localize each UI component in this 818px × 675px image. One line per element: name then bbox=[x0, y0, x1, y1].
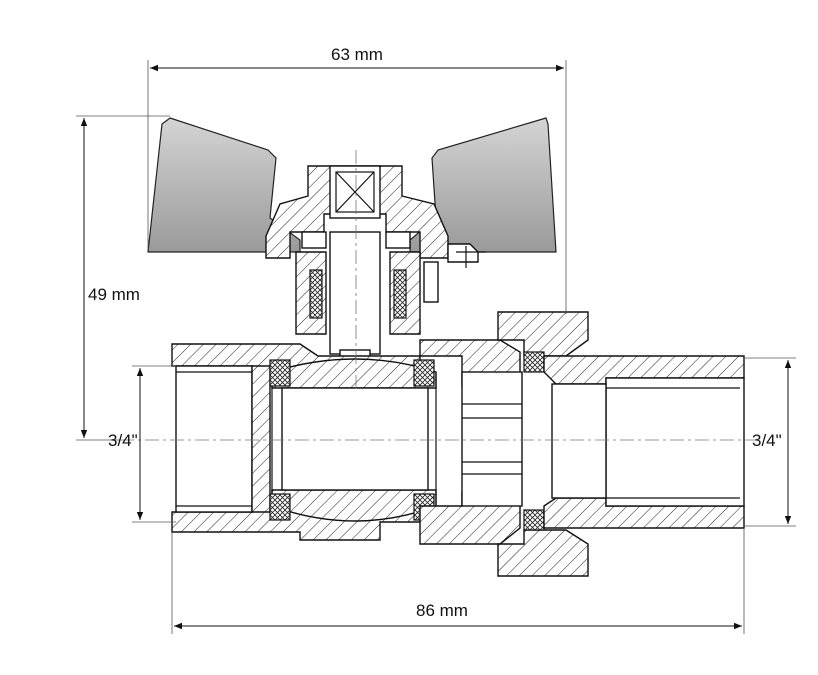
ball bbox=[269, 358, 437, 522]
stem-housing bbox=[295, 231, 439, 377]
dimension-outlet-thread: 3/4" bbox=[744, 357, 796, 527]
union-body bbox=[419, 311, 745, 577]
dimension-handle-width: 63 mm bbox=[147, 45, 567, 314]
dimension-total-height: 49 mm bbox=[76, 115, 170, 441]
butterfly-handle bbox=[147, 117, 557, 253]
handle-width-label: 63 mm bbox=[331, 45, 383, 64]
handle-nut bbox=[265, 165, 486, 268]
outlet-thread-label: 3/4" bbox=[752, 431, 782, 450]
dimension-total-length: 86 mm bbox=[171, 528, 745, 634]
total-height-label: 49 mm bbox=[88, 285, 140, 304]
total-length-label: 86 mm bbox=[416, 601, 468, 620]
inlet-thread-label: 3/4" bbox=[108, 431, 138, 450]
dimension-inlet-thread: 3/4" bbox=[108, 365, 176, 523]
handle-left-wing bbox=[147, 117, 301, 253]
